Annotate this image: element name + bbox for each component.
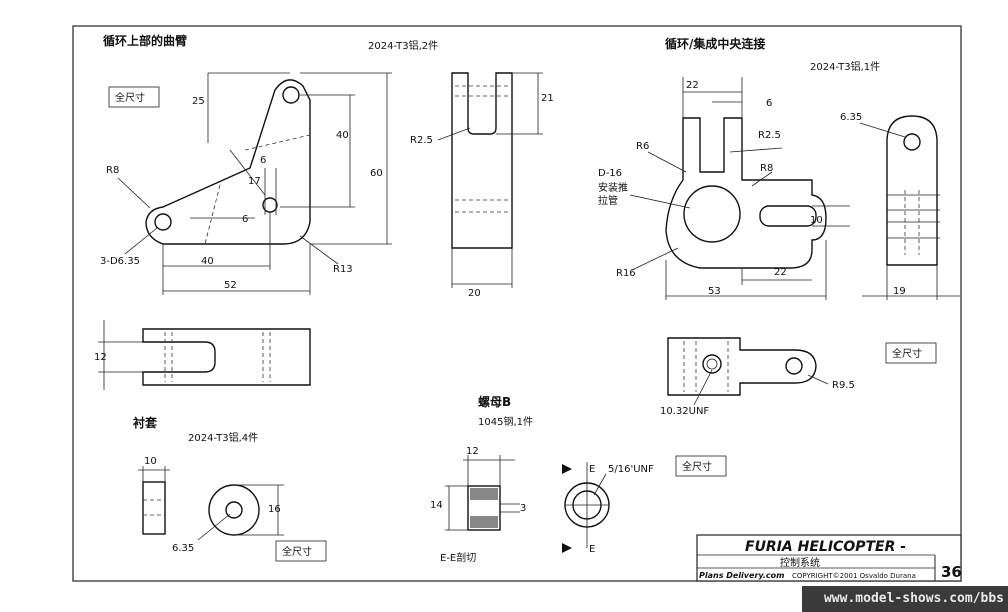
svg-text:R2.5: R2.5 — [410, 135, 433, 146]
title-block: FURIA HELICOPTER - 控制系统 Plans Delivery.c… — [696, 534, 962, 582]
upper-arm-title: 循环上部的曲臂 — [103, 33, 187, 48]
svg-text:14: 14 — [430, 500, 443, 511]
svg-text:3-D6.35: 3-D6.35 — [100, 256, 140, 267]
svg-text:40: 40 — [336, 130, 349, 141]
svg-text:R8: R8 — [760, 163, 773, 174]
bushing-title: 衬套 — [133, 415, 158, 430]
central-link-bottom-view — [667, 337, 817, 396]
upper-arm-side-view — [451, 72, 513, 249]
nut-b-material: 1045钢,1件 — [478, 415, 533, 428]
svg-text:6.35: 6.35 — [840, 112, 862, 123]
title-block-subtitle: 控制系统 — [780, 556, 820, 569]
svg-text:R8: R8 — [106, 165, 119, 176]
nut-b-drawing: 螺母B 1045钢,1件 3 12 14 E-E剖切 E E 5/16'UNF … — [430, 394, 727, 564]
central-link-side-view — [886, 115, 938, 266]
title-block-title: FURIA HELICOPTER - — [745, 539, 906, 555]
svg-text:20: 20 — [468, 288, 481, 299]
title-block-page: 36 — [941, 563, 962, 581]
central-link-scale: 全尺寸 — [892, 347, 922, 360]
svg-text:22: 22 — [686, 80, 699, 91]
bushing-scale: 全尺寸 — [282, 545, 312, 558]
svg-text:40: 40 — [201, 256, 214, 267]
svg-text:10.32UNF: 10.32UNF — [660, 406, 709, 417]
central-link-scale-box — [885, 342, 937, 364]
nut-b-section-view — [467, 485, 501, 531]
svg-text:安装推: 安装推 — [598, 181, 628, 194]
title-block-publisher: Plans Delivery.com — [699, 571, 784, 580]
svg-text:22: 22 — [774, 267, 787, 278]
svg-text:19: 19 — [893, 286, 906, 297]
svg-text:10: 10 — [810, 215, 823, 226]
svg-text:D-16: D-16 — [598, 168, 622, 179]
svg-text:12: 12 — [94, 352, 107, 363]
svg-text:R6: R6 — [636, 141, 649, 152]
upper-arm-hole-left — [154, 213, 172, 231]
central-link-profile — [665, 117, 827, 269]
svg-text:R2.5: R2.5 — [758, 130, 781, 141]
svg-text:R9.5: R9.5 — [832, 380, 855, 391]
svg-text:60: 60 — [370, 168, 383, 179]
bushing-scale-box — [275, 540, 327, 562]
svg-text:E: E — [589, 544, 595, 555]
upper-arm-material: 2024-T3铝,2件 — [368, 40, 438, 52]
svg-text:25: 25 — [192, 96, 205, 107]
title-block-copyright: COPYRIGHT©2001 Osvaldo Durana — [792, 572, 916, 580]
svg-text:3: 3 — [520, 503, 526, 514]
svg-text:21: 21 — [541, 93, 554, 104]
bushing-side-view — [142, 481, 166, 535]
sheet-border — [72, 25, 962, 582]
bushing-drawing: 衬套 2024-T3铝,4件 10 16 6.35 全尺寸 — [133, 415, 327, 562]
bushing-front-view — [208, 484, 260, 536]
svg-text:E: E — [589, 464, 595, 475]
svg-text:R13: R13 — [333, 264, 353, 275]
svg-text:6: 6 — [766, 98, 772, 109]
svg-text:5/16'UNF: 5/16'UNF — [608, 464, 654, 475]
nut-b-title: 螺母B — [478, 394, 511, 409]
bushing-material: 2024-T3铝,4件 — [188, 432, 258, 444]
nut-b-scale-box — [675, 455, 727, 477]
svg-text:52: 52 — [224, 280, 237, 291]
upper-arm-scale: 全尺寸 — [115, 91, 145, 104]
svg-text:12: 12 — [466, 446, 479, 457]
upper-arm-drawing: 循环上部的曲臂 2024-T3铝,2件 全尺寸 25 40 60 6 17 6 … — [94, 33, 554, 390]
svg-text:拉管: 拉管 — [598, 194, 618, 207]
svg-text:6: 6 — [260, 155, 266, 166]
svg-text:6: 6 — [242, 214, 248, 225]
watermark: www.model-shows.com/bbs — [802, 586, 1008, 612]
svg-text:R16: R16 — [616, 268, 636, 279]
svg-text:10: 10 — [144, 456, 157, 467]
central-link-drawing: 循环/集成中央连接 2024-T3铝,1件 22 6 R2.5 R6 R8 D-… — [598, 36, 960, 417]
upper-arm-hole-top — [282, 86, 300, 104]
nut-b-section-label: E-E剖切 — [440, 551, 476, 564]
svg-text:6.35: 6.35 — [172, 543, 194, 554]
upper-arm-bottom-view — [142, 328, 311, 386]
nut-b-scale: 全尺寸 — [682, 460, 712, 473]
central-link-material: 2024-T3铝,1件 — [810, 61, 880, 73]
central-link-title: 循环/集成中央连接 — [665, 36, 765, 51]
svg-text:16: 16 — [268, 504, 281, 515]
central-link-bore — [683, 185, 741, 243]
svg-text:53: 53 — [708, 286, 721, 297]
upper-arm-profile — [145, 79, 311, 245]
upper-arm-scale-box — [108, 86, 160, 108]
